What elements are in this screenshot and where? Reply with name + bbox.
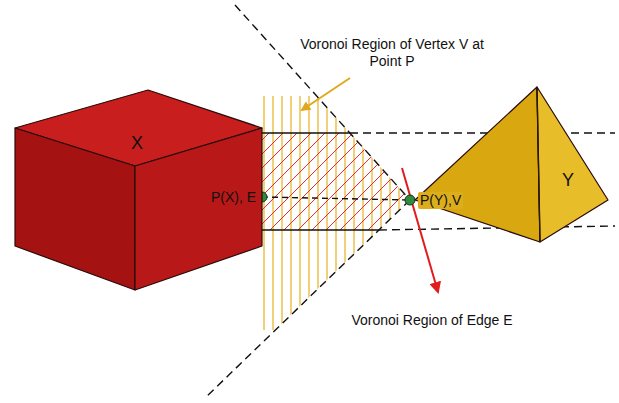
edge-band-line: [262, 132, 350, 133]
point-label: P(Y),V: [418, 192, 463, 209]
pyramid-y: Y: [410, 82, 612, 248]
solid-shape: [410, 82, 612, 248]
closest-distance-line: [262, 197, 410, 200]
callout-arrow: [302, 78, 350, 110]
region-caption: Voronoi Region of Edge E: [351, 312, 512, 329]
shape-label: X: [131, 133, 143, 154]
shape-label: Y: [562, 170, 574, 191]
edge-band-line: [262, 229, 379, 230]
point-label: P(X), E: [211, 189, 256, 206]
hatch-top: [262, 96, 317, 97]
edge-band-line: [350, 132, 615, 133]
region-caption: Voronoi Region of Vertex V at Point P: [287, 36, 497, 70]
vertex-region-hatch: [264, 90, 408, 335]
closest-point: [405, 195, 415, 205]
